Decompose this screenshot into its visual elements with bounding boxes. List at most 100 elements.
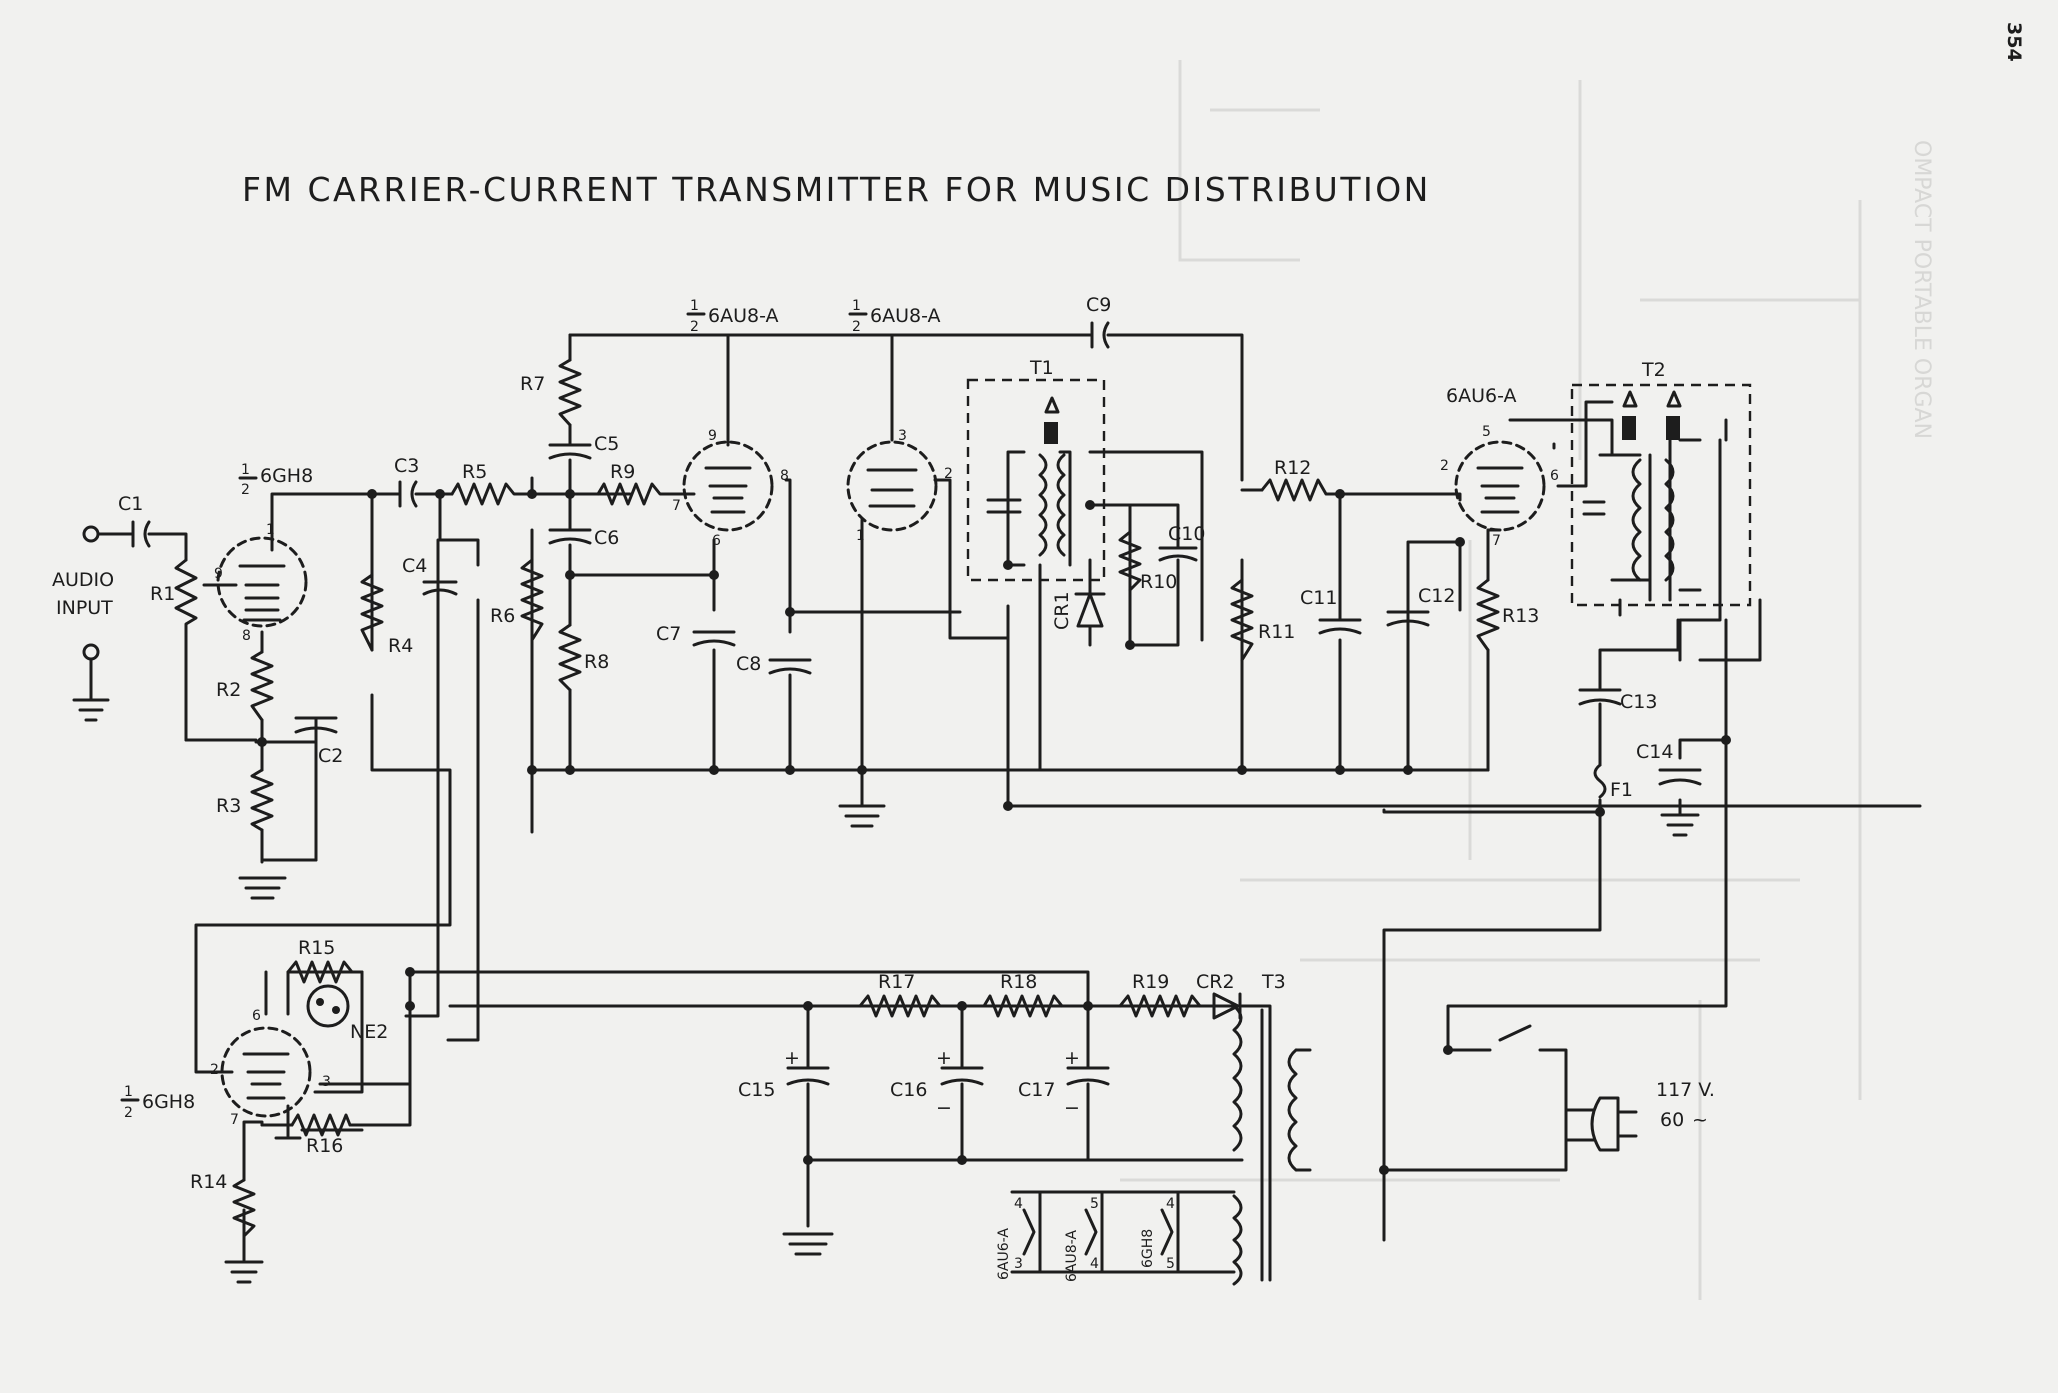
r13-label: R13 xyxy=(1502,605,1539,627)
fuse-label: F1 xyxy=(1610,779,1633,801)
tube-v3-pin-2: 2 xyxy=(944,466,953,482)
c17-plus: + xyxy=(1064,1047,1080,1069)
c6-label: C6 xyxy=(594,527,619,549)
transformer-t2: T2 xyxy=(1570,359,1752,607)
tube-v4-pin-2: 2 xyxy=(1440,458,1449,474)
neon-label: NE2 xyxy=(350,1021,388,1043)
tube-v2-half: 1 xyxy=(690,298,699,314)
c1-label: C1 xyxy=(118,493,143,515)
tube-v2: 1 2 6AU8-A 9 8 7 6 xyxy=(672,298,789,549)
r2-label: R2 xyxy=(216,679,241,701)
page-number: 354 xyxy=(2003,22,2025,62)
r3-label: R3 xyxy=(216,795,241,817)
r14-label: R14 xyxy=(190,1171,227,1193)
c4-label: C4 xyxy=(402,555,427,577)
tube-v1-half: 1 xyxy=(241,462,250,478)
tube-v4-type: 6AU6-A xyxy=(1446,385,1517,407)
tube-v1-den: 2 xyxy=(241,482,250,498)
r4-label: R4 xyxy=(388,635,413,657)
c16-plus: + xyxy=(936,1047,952,1069)
c11-label: C11 xyxy=(1300,587,1337,609)
c3-label: C3 xyxy=(394,455,419,477)
c16-minus: − xyxy=(936,1097,952,1119)
transformer-t1: T1 xyxy=(966,357,1106,582)
tube-v4: 6AU6-A 5 2 6 7 xyxy=(1440,385,1559,549)
heater-1-type: 6AU6-A xyxy=(996,1228,1012,1280)
c16-label: C16 xyxy=(890,1079,927,1101)
tube-v2-type: 6AU8-A xyxy=(708,305,779,327)
power-voltage: 117 V. xyxy=(1656,1079,1715,1101)
tube-v1-pin-8: 8 xyxy=(242,628,251,644)
tube-v5: 1 2 6GH8 6 2 3 7 xyxy=(120,1008,331,1128)
tube-v4-pin-5: 5 xyxy=(1482,424,1491,440)
c12-label: C12 xyxy=(1418,585,1455,607)
diodes: CR1 CR2 xyxy=(1051,591,1242,1020)
junction-dots xyxy=(257,489,1731,1175)
tube-v3-den: 2 xyxy=(852,319,861,335)
transformer-t3: T3 xyxy=(1234,971,1312,1286)
tube-v2-den: 2 xyxy=(690,319,699,335)
power-freq: 60 xyxy=(1660,1109,1684,1131)
heater-3-type: 6GH8 xyxy=(1140,1229,1156,1268)
r5-label: R5 xyxy=(462,461,487,483)
t3-label: T3 xyxy=(1261,971,1286,993)
audio-label: AUDIO xyxy=(52,569,114,591)
tube-v5-half: 1 xyxy=(124,1084,133,1100)
tube-v1-type: 6GH8 xyxy=(260,465,313,487)
r17-label: R17 xyxy=(878,971,915,993)
tube-v1: 1 2 6GH8 1 9 8 xyxy=(214,462,313,644)
r12-label: R12 xyxy=(1274,457,1311,479)
heater-1-pin-bottom: 3 xyxy=(1014,1256,1023,1272)
heater-3-pin-top: 4 xyxy=(1166,1196,1175,1212)
r19-label: R19 xyxy=(1132,971,1169,993)
t2-label: T2 xyxy=(1641,359,1666,381)
r6-label: R6 xyxy=(490,605,515,627)
c13-label: C13 xyxy=(1620,691,1657,713)
audio-input: AUDIO INPUT xyxy=(52,569,114,619)
power-ac-symbol: ~ xyxy=(1692,1109,1708,1131)
bleed-through: OMPACT PORTABLE ORGAN xyxy=(1120,60,1934,1300)
tube-v3-pin-3: 3 xyxy=(898,428,907,444)
tube-v5-pin-6: 6 xyxy=(252,1008,261,1024)
r11-label: R11 xyxy=(1258,621,1295,643)
r18-label: R18 xyxy=(1000,971,1037,993)
tube-v2-pin-7: 7 xyxy=(672,498,681,514)
c14-label: C14 xyxy=(1636,741,1673,763)
c17-label: C17 xyxy=(1018,1079,1055,1101)
r9-label: R9 xyxy=(610,461,635,483)
r8-label: R8 xyxy=(584,651,609,673)
heater-2-type: 6AU8-A xyxy=(1064,1230,1080,1282)
cr1-label: CR1 xyxy=(1051,591,1073,630)
c15-label: C15 xyxy=(738,1079,775,1101)
c15-plus: + xyxy=(784,1047,800,1069)
r15-label: R15 xyxy=(298,937,335,959)
heater-2-pin-bottom: 4 xyxy=(1090,1256,1099,1272)
heater-string: 6AU6-A 4 3 6AU8-A 5 4 6GH8 4 5 xyxy=(996,1190,1236,1282)
c8-label: C8 xyxy=(736,653,761,675)
c17-minus: − xyxy=(1064,1097,1080,1119)
r10-label: R10 xyxy=(1140,571,1177,593)
tube-v4-pin-6: 6 xyxy=(1550,468,1559,484)
wiring xyxy=(72,333,1922,1284)
r7-label: R7 xyxy=(520,373,545,395)
bleed-through-text: OMPACT PORTABLE ORGAN xyxy=(1909,140,1934,439)
input-label: INPUT xyxy=(56,597,113,619)
tube-v5-pin-7: 7 xyxy=(230,1112,239,1128)
tube-v2-pin-8: 8 xyxy=(780,468,789,484)
tube-v5-type: 6GH8 xyxy=(142,1091,195,1113)
tube-v3-type: 6AU8-A xyxy=(870,305,941,327)
tube-v3-half: 1 xyxy=(852,298,861,314)
tube-v2-pin-9: 9 xyxy=(708,428,717,444)
c2-label: C2 xyxy=(318,745,343,767)
c5-label: C5 xyxy=(594,433,619,455)
heater-1-pin-top: 4 xyxy=(1014,1196,1023,1212)
c7-label: C7 xyxy=(656,623,681,645)
resistors: R1 R2 R3 R4 R5 R6 R7 R8 R9 R10 R11 R12 xyxy=(150,358,1539,1242)
fuse: F1 xyxy=(1593,763,1633,801)
tube-v2-pin-6: 6 xyxy=(712,533,721,549)
r16-label: R16 xyxy=(306,1135,343,1157)
tube-v5-pin-3: 3 xyxy=(322,1074,331,1090)
t1-label: T1 xyxy=(1029,357,1054,379)
tube-v3-pin-1: 1 xyxy=(856,528,865,544)
